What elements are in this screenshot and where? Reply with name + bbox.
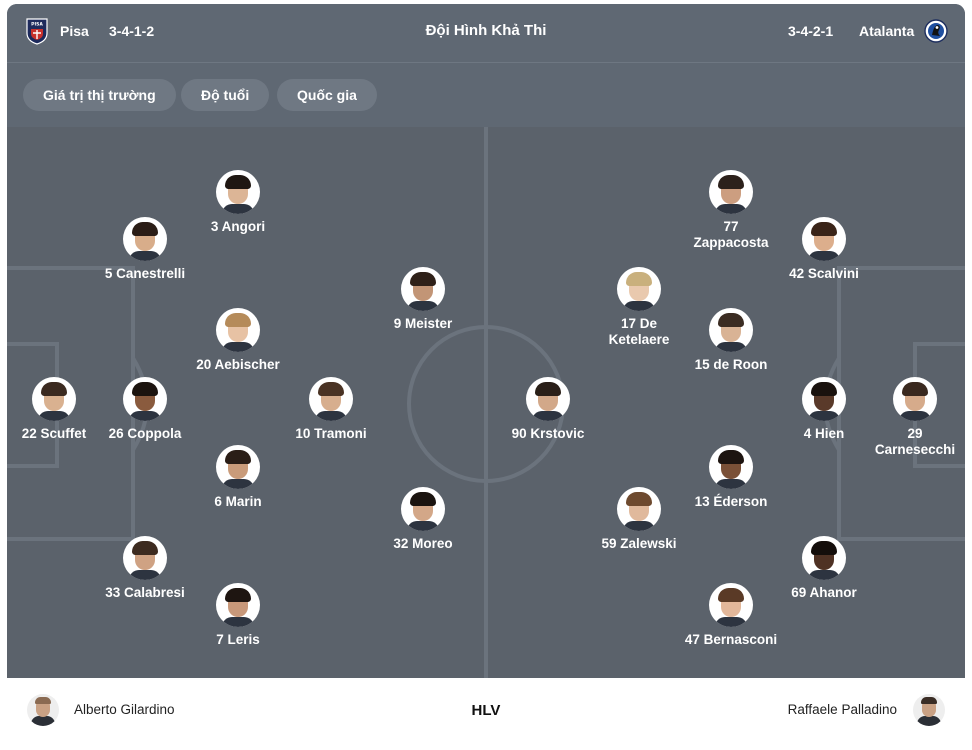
player-name: 26 Coppola bbox=[108, 426, 182, 441]
player-card[interactable]: 42 Scalvini bbox=[764, 217, 884, 282]
player-name: 13 Éderson bbox=[694, 494, 768, 509]
player-photo bbox=[802, 377, 846, 421]
away-team-name: Atalanta bbox=[859, 23, 915, 39]
player-photo bbox=[309, 377, 353, 421]
player-card[interactable]: 7 Leris bbox=[178, 583, 298, 648]
player-name: 17 De Ketelaere bbox=[608, 316, 670, 347]
player-photo bbox=[709, 583, 753, 627]
player-photo bbox=[216, 583, 260, 627]
player-photo bbox=[216, 445, 260, 489]
player-photo bbox=[216, 170, 260, 214]
player-name: 77 Zappacosta bbox=[693, 219, 769, 250]
player-card[interactable]: 26 Coppola bbox=[85, 377, 205, 442]
player-name: 29 Carnesecchi bbox=[874, 426, 956, 457]
coach-label: HLV bbox=[471, 702, 501, 719]
pitch: 22 Scuffet 26 Coppola 5 Canestrelli 33 C… bbox=[7, 127, 965, 678]
player-name: 7 Leris bbox=[216, 632, 260, 647]
filter-age[interactable]: Độ tuổi bbox=[181, 79, 270, 111]
player-card[interactable]: 77 Zappacosta bbox=[671, 170, 791, 251]
player-card[interactable]: 90 Krstovic bbox=[488, 377, 608, 442]
player-name: 42 Scalvini bbox=[789, 266, 859, 281]
player-photo bbox=[123, 536, 167, 580]
player-name: 90 Krstovic bbox=[511, 426, 585, 441]
page-title: Đội Hình Khả Thi bbox=[425, 22, 547, 39]
player-card[interactable]: 5 Canestrelli bbox=[85, 217, 205, 282]
svg-text:PISA: PISA bbox=[31, 22, 43, 28]
player-card[interactable]: 22 Scuffet bbox=[7, 377, 114, 442]
away-formation: 3-4-2-1 bbox=[788, 23, 834, 39]
away-coach-avatar bbox=[913, 694, 945, 726]
filter-nationality[interactable]: Quốc gia bbox=[277, 79, 377, 111]
player-card[interactable]: 29 Carnesecchi bbox=[856, 377, 965, 458]
home-team-name: Pisa bbox=[60, 23, 89, 39]
player-photo bbox=[617, 487, 661, 531]
filter-market-value[interactable]: Giá trị thị trường bbox=[23, 79, 176, 111]
player-name: 6 Marin bbox=[214, 494, 262, 509]
home-formation: 3-4-1-2 bbox=[109, 23, 155, 39]
lineup-header: PISA Pisa 3-4-1-2 Đội Hình Khả Thi 3-4-2… bbox=[7, 4, 965, 63]
player-card[interactable]: 59 Zalewski bbox=[579, 487, 699, 552]
pisa-crest-icon: PISA bbox=[26, 18, 48, 45]
player-name: 3 Angori bbox=[210, 219, 266, 234]
player-card[interactable]: 4 Hien bbox=[764, 377, 884, 442]
home-coach-name[interactable]: Alberto Gilardino bbox=[74, 702, 175, 717]
player-card[interactable]: 20 Aebischer bbox=[178, 308, 298, 373]
player-card[interactable]: 69 Ahanor bbox=[764, 536, 884, 601]
player-name: 47 Bernasconi bbox=[684, 632, 778, 647]
player-name: 9 Meister bbox=[393, 316, 453, 331]
player-name: 22 Scuffet bbox=[21, 426, 87, 441]
player-card[interactable]: 17 De Ketelaere bbox=[579, 267, 699, 348]
player-name: 69 Ahanor bbox=[791, 585, 857, 600]
player-name: 33 Calabresi bbox=[105, 585, 185, 600]
player-card[interactable]: 13 Éderson bbox=[671, 445, 791, 510]
player-name: 32 Moreo bbox=[393, 536, 453, 551]
player-photo bbox=[526, 377, 570, 421]
lineup-card: PISA Pisa 3-4-1-2 Đội Hình Khả Thi 3-4-2… bbox=[7, 4, 965, 746]
player-photo bbox=[709, 170, 753, 214]
player-card[interactable]: 10 Tramoni bbox=[271, 377, 391, 442]
player-photo bbox=[32, 377, 76, 421]
player-photo bbox=[709, 445, 753, 489]
player-card[interactable]: 47 Bernasconi bbox=[671, 583, 791, 648]
player-name: 4 Hien bbox=[803, 426, 845, 441]
player-card[interactable]: 9 Meister bbox=[363, 267, 483, 332]
player-card[interactable]: 32 Moreo bbox=[363, 487, 483, 552]
away-coach-name[interactable]: Raffaele Palladino bbox=[787, 702, 897, 717]
player-card[interactable]: 3 Angori bbox=[178, 170, 298, 235]
player-name: 20 Aebischer bbox=[196, 357, 280, 372]
home-coach-avatar bbox=[27, 694, 59, 726]
coach-bar: Alberto Gilardino HLV Raffaele Palladino bbox=[7, 678, 965, 746]
player-photo bbox=[802, 536, 846, 580]
player-photo bbox=[123, 377, 167, 421]
player-card[interactable]: 6 Marin bbox=[178, 445, 298, 510]
player-photo bbox=[802, 217, 846, 261]
player-name: 59 Zalewski bbox=[601, 536, 677, 551]
player-card[interactable]: 15 de Roon bbox=[671, 308, 791, 373]
player-name: 10 Tramoni bbox=[295, 426, 367, 441]
atalanta-crest-icon bbox=[924, 19, 948, 43]
player-name: 15 de Roon bbox=[694, 357, 768, 372]
player-photo bbox=[401, 267, 445, 311]
player-photo bbox=[893, 377, 937, 421]
player-card[interactable]: 33 Calabresi bbox=[85, 536, 205, 601]
player-photo bbox=[617, 267, 661, 311]
player-photo bbox=[123, 217, 167, 261]
player-photo bbox=[709, 308, 753, 352]
player-photo bbox=[401, 487, 445, 531]
player-name: 5 Canestrelli bbox=[104, 266, 186, 281]
player-photo bbox=[216, 308, 260, 352]
filter-bar: Giá trị thị trường Độ tuổi Quốc gia bbox=[7, 63, 965, 127]
